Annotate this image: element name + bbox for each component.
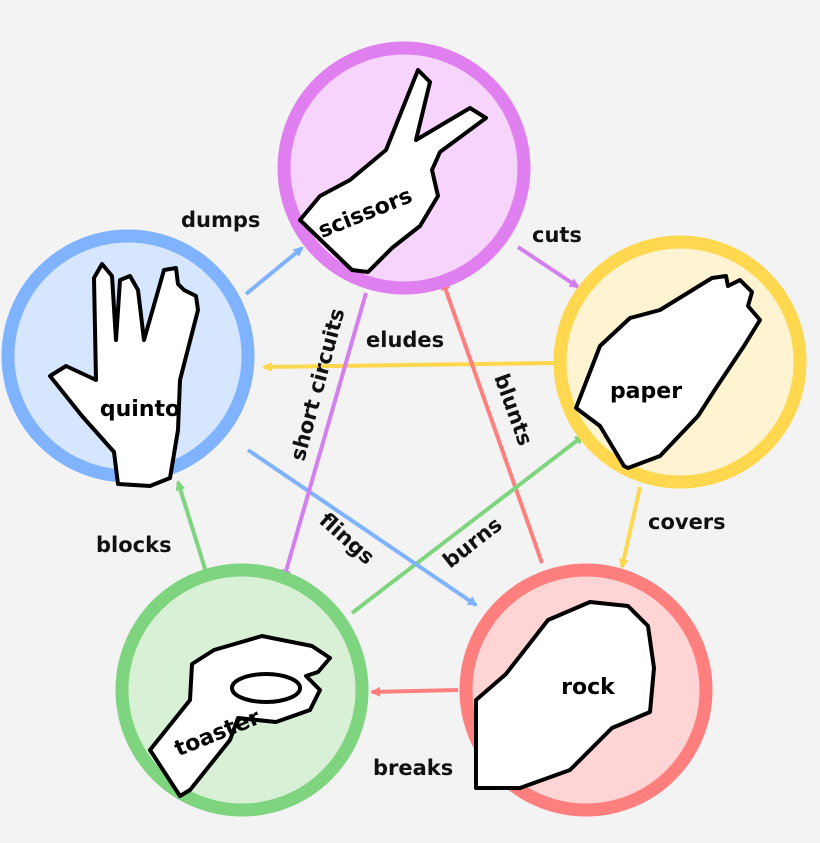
hand-paper-icon <box>574 274 762 470</box>
edge-blocks <box>175 480 208 573</box>
edge-short-circuits <box>281 292 368 580</box>
label-breaks: breaks <box>373 756 453 780</box>
edge-covers <box>618 486 642 569</box>
label-cuts: cuts <box>532 223 582 247</box>
node-scissors: scissors <box>277 41 531 295</box>
label-blocks: blocks <box>96 533 172 557</box>
node-paper: paper <box>553 235 807 489</box>
edge-eludes <box>262 361 554 372</box>
hand-quinto-icon <box>48 262 200 488</box>
label-paper: paper <box>610 379 682 404</box>
label-covers: covers <box>648 510 726 534</box>
hand-rock-icon <box>474 600 656 790</box>
hand-scissors-icon <box>298 68 488 274</box>
label-dumps: dumps <box>181 208 260 232</box>
edge-breaks <box>370 686 459 697</box>
label-eludes: eludes <box>366 328 444 352</box>
node-quinto: quinto <box>1 229 255 488</box>
label-quinto: quinto <box>100 397 180 422</box>
node-rock: rock <box>459 563 713 817</box>
edge-cuts <box>516 245 580 289</box>
node-toaster: toaster <box>115 563 369 817</box>
edge-burns <box>350 434 585 615</box>
edges <box>175 245 642 697</box>
edge-dumps <box>244 246 304 296</box>
hand-toaster-icon <box>148 634 332 798</box>
edge-blunts <box>440 280 544 564</box>
label-rock: rock <box>561 675 616 700</box>
edge-flings <box>246 448 478 607</box>
